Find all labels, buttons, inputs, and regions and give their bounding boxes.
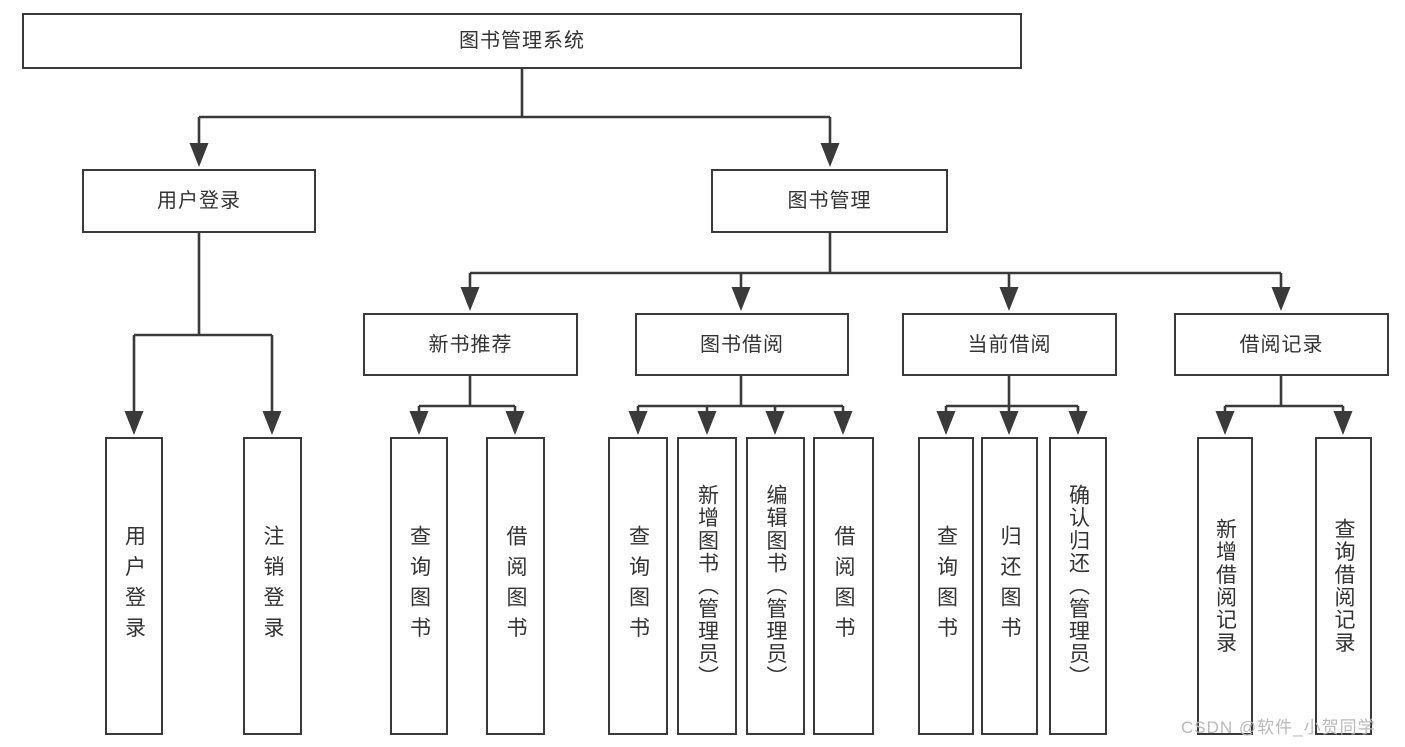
node-new-book-recommend: 新书推荐 xyxy=(363,313,578,376)
leaf-borrow-book-recommend: 借阅图书 xyxy=(486,437,545,735)
node-book-management: 图书管理 xyxy=(711,169,948,233)
node-current-borrowing: 当前借阅 xyxy=(902,313,1117,376)
leaf-query-book-borrowing: 查询图书 xyxy=(608,437,668,735)
leaf-query-book-recommend: 查询图书 xyxy=(390,437,448,735)
node-book-borrowing: 图书借阅 xyxy=(635,313,849,376)
leaf-query-book-current: 查询图书 xyxy=(918,437,974,735)
leaf-borrow-book: 借阅图书 xyxy=(813,437,874,735)
arrowheads xyxy=(124,143,1353,435)
leaf-confirm-return-admin: 确认归还（管理员） xyxy=(1049,437,1107,735)
leaf-edit-book-admin: 编辑图书（管理员） xyxy=(746,437,805,735)
leaf-logout: 注销登录 xyxy=(243,437,302,735)
leaf-query-borrow-record: 查询借阅记录 xyxy=(1315,437,1372,735)
node-user-login: 用户登录 xyxy=(82,169,316,233)
leaf-add-borrow-record: 新增借阅记录 xyxy=(1197,437,1253,735)
node-borrow-records: 借阅记录 xyxy=(1174,313,1389,376)
node-root-library-system: 图书管理系统 xyxy=(22,13,1022,69)
leaf-return-book: 归还图书 xyxy=(981,437,1038,735)
leaf-add-book-admin: 新增图书（管理员） xyxy=(677,437,737,735)
csdn-watermark: CSDN @软件_小贺同学 xyxy=(1181,718,1376,737)
leaf-user-login: 用户登录 xyxy=(105,437,163,735)
